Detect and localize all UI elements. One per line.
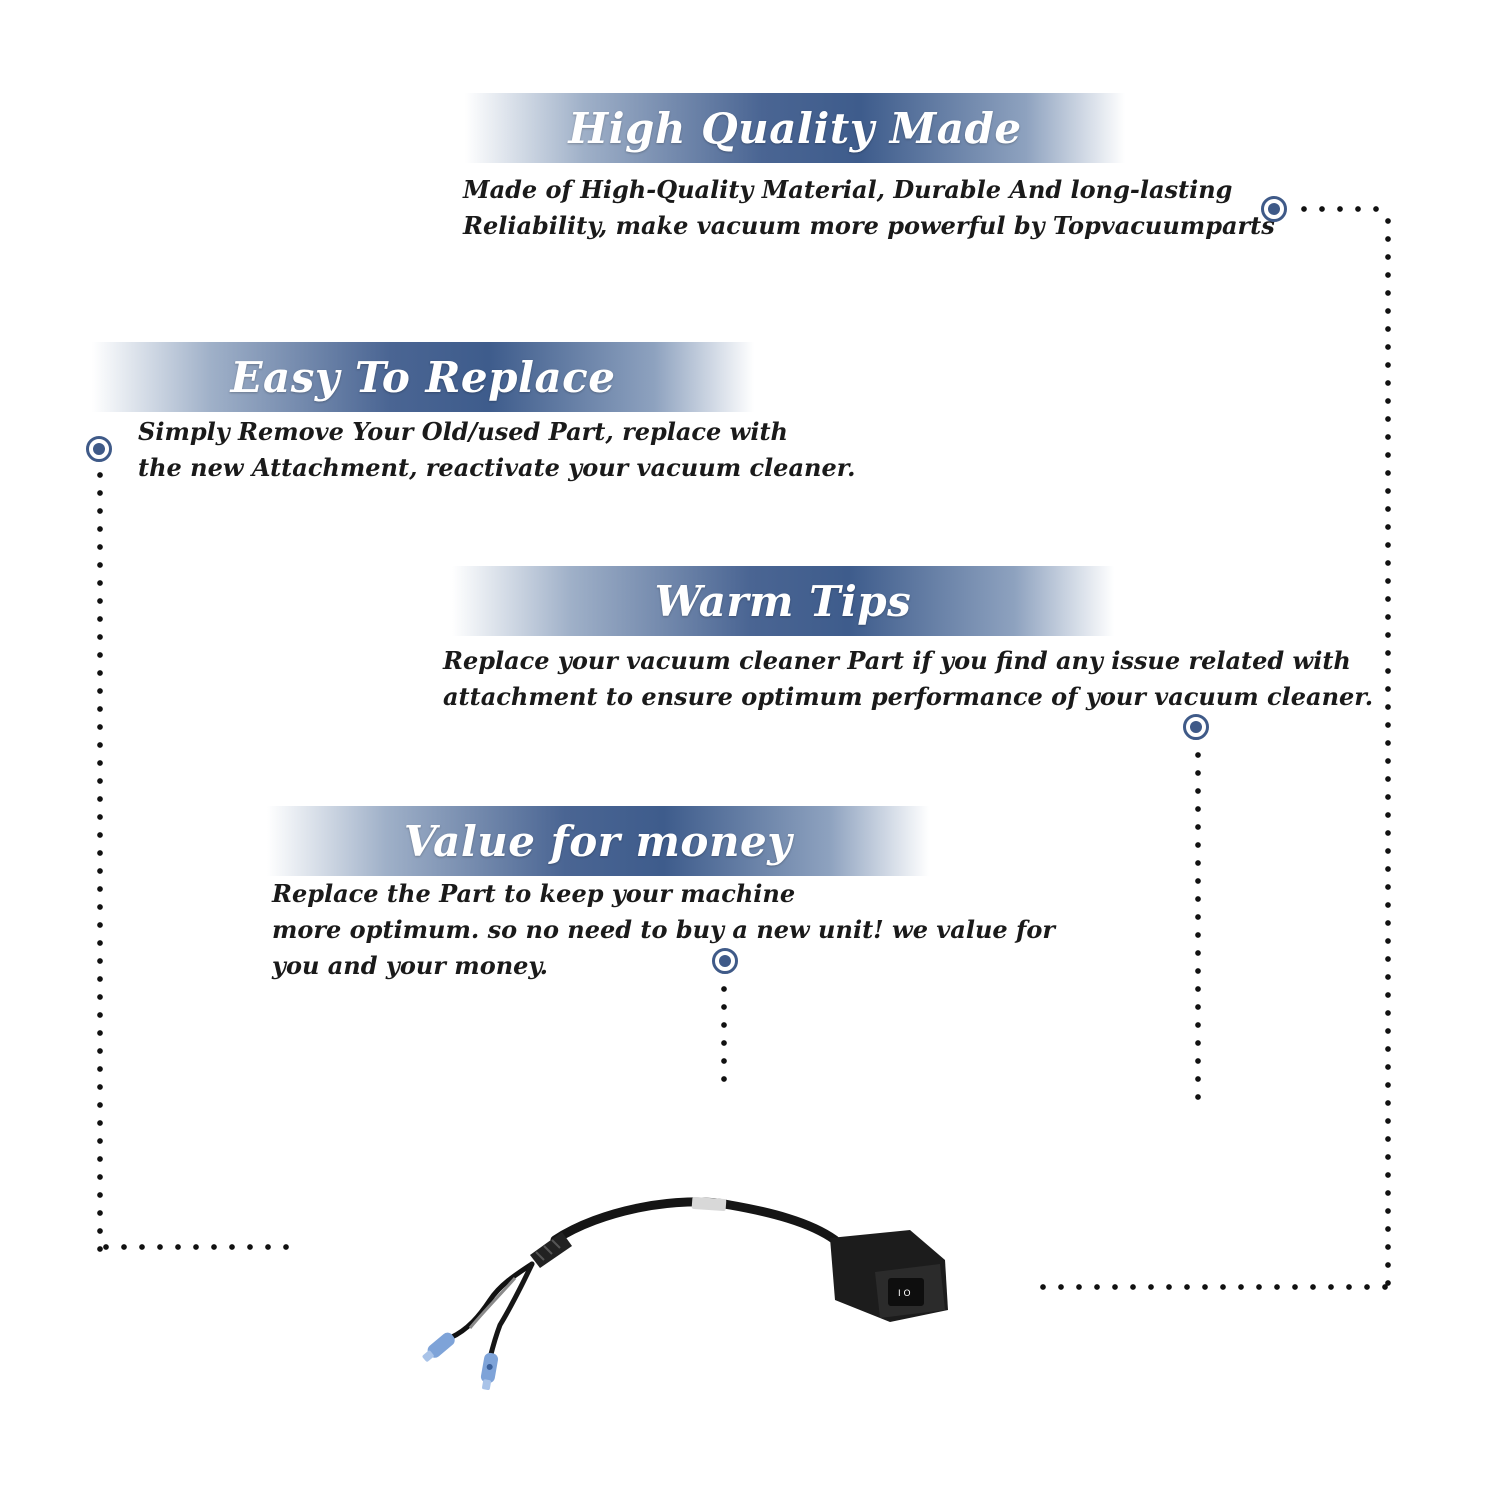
marker-dot-icon bbox=[712, 948, 738, 974]
dotted-connector bbox=[721, 980, 727, 1092]
power-switch-harness-icon: I O bbox=[422, 1196, 948, 1390]
banner-warm-tips: Warm Tips bbox=[452, 566, 1114, 636]
product-image: I O bbox=[300, 1160, 1020, 1420]
dotted-connector bbox=[97, 466, 103, 1252]
description-line: the new Attachment, reactivate your vacu… bbox=[138, 453, 856, 482]
dotted-connector bbox=[1195, 746, 1201, 1108]
section-title: Easy To Replace bbox=[230, 352, 616, 402]
description-line: Reliability, make vacuum more powerful b… bbox=[463, 211, 1275, 240]
marker-dot-icon bbox=[1261, 196, 1287, 222]
section-description: Made of High-Quality Material, Durable A… bbox=[463, 172, 1275, 244]
dotted-connector bbox=[1385, 212, 1391, 1292]
svg-text:I O: I O bbox=[898, 1289, 911, 1299]
section-description: Replace the Part to keep your machine mo… bbox=[272, 876, 1055, 984]
description-line: Replace the Part to keep your machine bbox=[272, 879, 796, 908]
section-title: Warm Tips bbox=[654, 576, 912, 626]
description-line: Simply Remove Your Old/used Part, replac… bbox=[138, 417, 788, 446]
dotted-connector bbox=[1034, 1284, 1390, 1290]
banner-high-quality-made: High Quality Made bbox=[465, 93, 1125, 163]
marker-dot-icon bbox=[1183, 714, 1209, 740]
marker-dot-icon bbox=[86, 436, 112, 462]
banner-easy-to-replace: Easy To Replace bbox=[92, 342, 754, 412]
section-title: Value for money bbox=[403, 816, 793, 866]
section-description: Replace your vacuum cleaner Part if you … bbox=[443, 643, 1373, 715]
dotted-connector bbox=[1295, 206, 1391, 212]
section-title: High Quality Made bbox=[568, 103, 1022, 153]
description-line: more optimum. so no need to buy a new un… bbox=[272, 915, 1055, 944]
banner-value-for-money: Value for money bbox=[267, 806, 929, 876]
description-line: you and your money. bbox=[272, 951, 548, 980]
description-line: attachment to ensure optimum performance… bbox=[443, 682, 1374, 711]
dotted-connector bbox=[97, 1244, 297, 1250]
description-line: Replace your vacuum cleaner Part if you … bbox=[443, 646, 1351, 675]
description-line: Made of High-Quality Material, Durable A… bbox=[463, 175, 1233, 204]
section-description: Simply Remove Your Old/used Part, replac… bbox=[138, 414, 856, 486]
